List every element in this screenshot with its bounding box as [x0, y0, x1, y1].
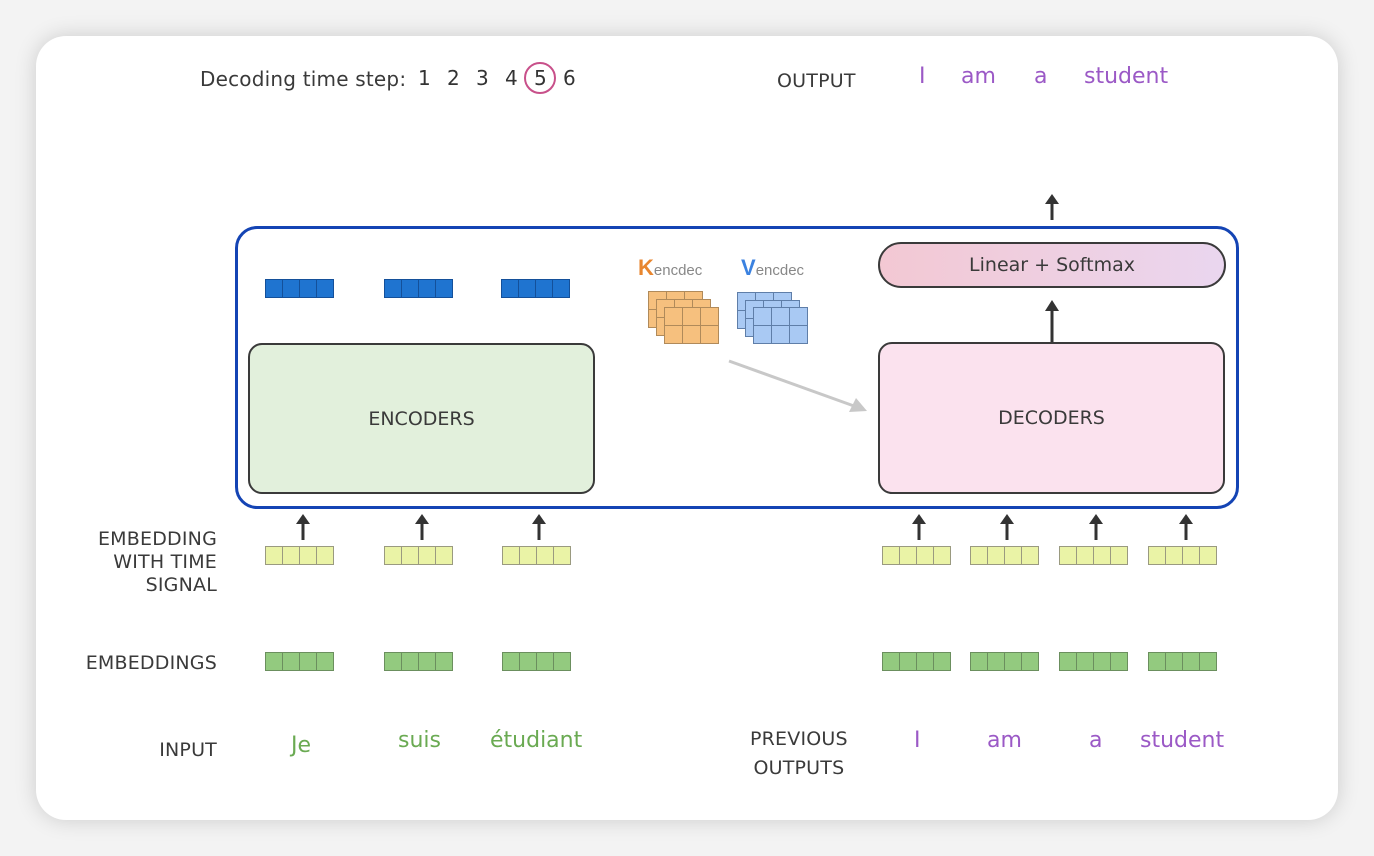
input-label: INPUT — [159, 739, 217, 761]
v-sub-label: encdec — [755, 262, 805, 279]
v-encdec-label: Vencdec — [741, 255, 804, 281]
input-word-2: suis — [398, 728, 441, 753]
decoder-input-arrow-icon — [1089, 514, 1103, 540]
kv-to-decoder-arrow-icon — [728, 359, 867, 412]
time-step-4: 4 — [505, 66, 518, 90]
time-step-1: 1 — [418, 66, 431, 90]
label-line: SIGNAL — [145, 574, 217, 596]
output-word-1: I — [919, 64, 926, 89]
time-signal-vector — [970, 546, 1039, 565]
output-arrow-icon — [1045, 194, 1059, 220]
output-word-2: am — [961, 64, 996, 89]
time-step-6: 6 — [563, 66, 576, 90]
embedding-vector — [384, 652, 453, 671]
k-main-label: K — [638, 255, 654, 280]
input-word-1: Je — [291, 733, 312, 758]
time-signal-vector — [265, 546, 334, 565]
time-step-3: 3 — [476, 66, 489, 90]
embedding-vector — [1148, 652, 1217, 671]
embeddings-label: EMBEDDINGS — [85, 652, 217, 674]
v-matrix-front — [752, 306, 808, 344]
k-encdec-label: Kencdec — [638, 255, 702, 281]
decoder-input-arrow-icon — [1179, 514, 1193, 540]
encoder-output-vector-1 — [265, 279, 334, 298]
time-signal-vector — [1148, 546, 1217, 565]
label-line: OUTPUTS — [753, 757, 845, 779]
current-step-highlight-circle — [524, 62, 556, 94]
encoders-block: ENCODERS — [248, 343, 595, 494]
previous-output-word-3: a — [1089, 728, 1103, 753]
time-signal-vector — [1059, 546, 1128, 565]
linear-softmax-block: Linear + Softmax — [878, 242, 1226, 288]
label-line: EMBEDDING — [97, 528, 217, 550]
output-word-3: a — [1034, 64, 1048, 89]
decoder-input-arrow-icon — [1000, 514, 1014, 540]
v-main-label: V — [741, 255, 756, 280]
encoder-output-vector-3 — [501, 279, 570, 298]
k-matrix-front — [663, 306, 719, 344]
embedding-vector — [265, 652, 334, 671]
embedding-vector — [882, 652, 951, 671]
decoders-block: DECODERS — [878, 342, 1225, 494]
time-step-2: 2 — [447, 66, 460, 90]
transformer-stack-box — [235, 226, 1239, 509]
embedding-vector — [970, 652, 1039, 671]
label-line: PREVIOUS — [750, 728, 848, 750]
encoders-label: ENCODERS — [368, 407, 475, 430]
label-line: WITH TIME — [113, 551, 217, 573]
time-signal-vector — [882, 546, 951, 565]
previous-output-word-4: student — [1140, 728, 1225, 753]
decoder-input-arrow-icon — [912, 514, 926, 540]
k-sub-label: encdec — [653, 262, 703, 279]
decoder-to-softmax-arrow-icon — [1045, 300, 1059, 343]
embedding-with-time-signal-label: EMBEDDING WITH TIME SIGNAL — [98, 528, 217, 597]
encoder-input-arrow-icon — [532, 514, 546, 540]
previous-outputs-label: PREVIOUS OUTPUTS — [750, 725, 848, 783]
decoders-label: DECODERS — [998, 407, 1105, 429]
previous-output-word-1: I — [914, 728, 921, 753]
time-signal-vector — [502, 546, 571, 565]
encoder-output-vector-2 — [384, 279, 453, 298]
encoder-input-arrow-icon — [415, 514, 429, 540]
previous-output-word-2: am — [987, 728, 1022, 753]
decoding-time-step-label: Decoding time step: — [200, 67, 407, 91]
encoder-input-arrow-icon — [296, 514, 310, 540]
time-signal-vector — [384, 546, 453, 565]
time-step-5: 5 — [534, 66, 547, 90]
output-word-4: student — [1084, 64, 1169, 89]
embedding-vector — [502, 652, 571, 671]
output-label: OUTPUT — [777, 70, 856, 92]
linear-softmax-label: Linear + Softmax — [969, 254, 1135, 276]
embedding-vector — [1059, 652, 1128, 671]
input-word-3: étudiant — [490, 728, 583, 753]
